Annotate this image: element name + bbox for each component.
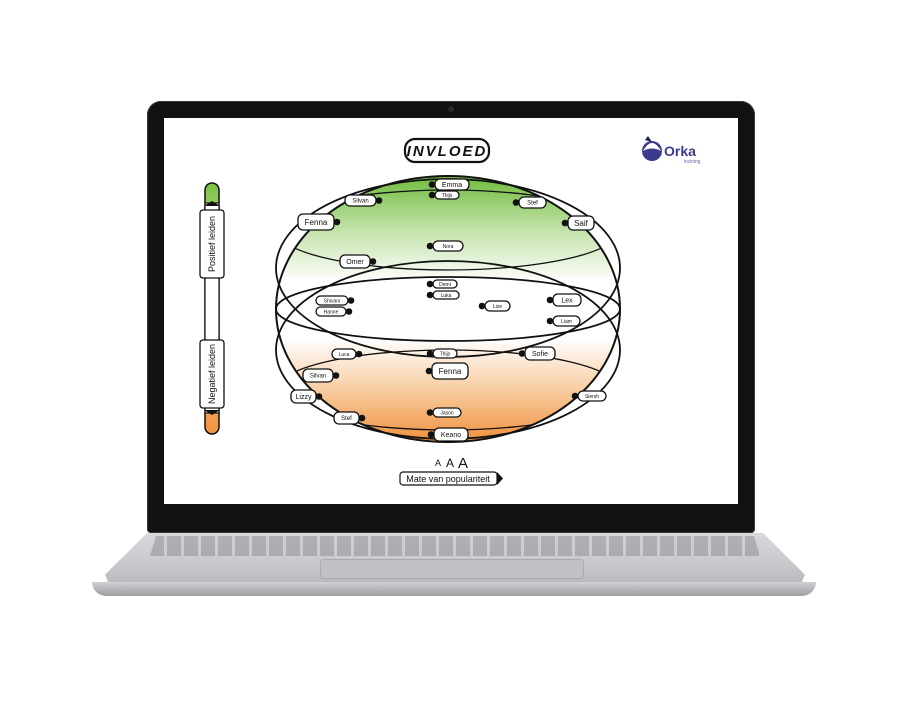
student-dot — [315, 393, 323, 400]
student-name: Sofie — [532, 351, 548, 358]
student-name: Liam — [561, 319, 572, 325]
student-dot — [518, 350, 526, 357]
student-name: Siersh — [585, 394, 599, 400]
student-dot — [546, 317, 554, 325]
trackpad — [320, 559, 584, 579]
student-dot — [571, 392, 579, 400]
keyboard — [150, 536, 760, 556]
student-name: Stef — [341, 416, 352, 422]
student-name: Thijs — [442, 193, 453, 199]
student-label[interactable]: Luca — [331, 348, 363, 360]
student-label[interactable]: Liam — [546, 315, 581, 327]
student-name: Nora — [443, 244, 454, 250]
student-label[interactable]: Siersh — [571, 390, 607, 402]
student-name: Demi — [439, 282, 451, 288]
student-dot — [347, 297, 355, 304]
student-name: Fenna — [439, 367, 462, 376]
student-label[interactable]: Lize — [478, 300, 511, 312]
positive-leading-label: Positief leiden — [207, 216, 217, 272]
student-label[interactable]: Nora — [426, 240, 464, 252]
student-label[interactable]: Thijs — [428, 190, 460, 200]
student-dot — [333, 218, 341, 226]
student-label[interactable]: Saif — [561, 215, 595, 231]
student-name: Thijs — [440, 351, 451, 357]
student-label[interactable]: Fenna — [297, 213, 341, 231]
popularity-label: Mate van populariteit — [406, 474, 490, 484]
student-dot — [375, 197, 383, 204]
student-name: Stef — [527, 201, 538, 207]
student-name: Emma — [442, 182, 462, 189]
student-label[interactable]: Keano — [427, 427, 469, 442]
screen: INVLOED Orka training Positief leiden Ne… — [164, 118, 738, 504]
logo-name: Orka — [664, 143, 696, 159]
student-dot — [428, 191, 436, 199]
student-dot — [546, 296, 554, 304]
student-label[interactable]: Lizzy — [290, 389, 323, 404]
student-dot — [561, 219, 569, 227]
orka-logo: Orka training — [642, 136, 701, 165]
student-name: Luca — [339, 352, 350, 358]
student-name: Silvan — [310, 374, 326, 380]
page-title: INVLOED — [407, 143, 488, 160]
student-label[interactable]: Demi — [426, 279, 458, 289]
student-name: Shivani — [324, 298, 340, 304]
student-dot — [345, 308, 353, 315]
logo-sub: training — [684, 159, 701, 165]
student-label[interactable]: Sofie — [518, 346, 556, 361]
student-label[interactable]: Hanne — [315, 306, 353, 317]
student-dot — [332, 372, 340, 379]
popularity-letter-medium: A — [446, 456, 454, 470]
student-name: Luka — [441, 293, 452, 299]
leadership-scale: Positief leiden Negatief leiden — [199, 182, 225, 435]
student-label[interactable]: Omer — [339, 254, 377, 269]
student-label[interactable]: Luka — [426, 290, 460, 300]
student-name: Lex — [561, 298, 573, 305]
student-dot — [358, 414, 366, 422]
student-name: Saif — [574, 219, 589, 228]
laptop-base-edge — [92, 582, 816, 596]
student-name: Lizzy — [296, 394, 312, 401]
student-label[interactable]: Silvan — [302, 368, 340, 383]
student-dot — [355, 350, 363, 358]
student-dot — [428, 181, 436, 188]
student-label[interactable]: Stef — [333, 411, 366, 425]
student-dot — [426, 350, 434, 357]
student-label[interactable]: Fenna — [425, 362, 469, 380]
student-dot — [426, 242, 434, 250]
student-dot — [426, 409, 434, 416]
student-name: Silvan — [352, 199, 368, 205]
student-name: Hanne — [324, 309, 339, 315]
student-dot — [478, 302, 486, 310]
student-label[interactable]: Thijs — [426, 348, 458, 359]
student-label[interactable]: Lex — [546, 293, 582, 307]
student-dot — [369, 258, 377, 265]
student-dot — [427, 431, 435, 438]
student-dot — [425, 367, 433, 375]
popularity-letter-small: A — [435, 458, 441, 468]
title-box: INVLOED — [403, 137, 491, 164]
student-name: Lize — [493, 304, 502, 310]
webcam — [448, 106, 454, 112]
negative-leading-label: Negatief leiden — [207, 344, 217, 404]
popularity-letter-large: A — [458, 455, 468, 472]
student-name: Keano — [441, 432, 461, 439]
student-name: Jason — [440, 410, 454, 416]
student-dot — [512, 199, 520, 206]
student-label[interactable]: Stef — [512, 196, 547, 209]
student-label[interactable]: Shivani — [315, 295, 355, 306]
popularity-legend: A A A Mate van populariteit — [399, 455, 503, 486]
student-label[interactable]: Silvan — [344, 194, 383, 207]
student-name: Fenna — [305, 218, 328, 227]
influence-diagram: INVLOED Orka training Positief leiden Ne… — [199, 136, 701, 486]
student-label[interactable]: Emma — [428, 178, 470, 191]
student-label[interactable]: Jason — [426, 407, 462, 418]
student-name: Omer — [346, 259, 364, 266]
student-dot — [426, 280, 434, 288]
student-dot — [426, 291, 434, 299]
